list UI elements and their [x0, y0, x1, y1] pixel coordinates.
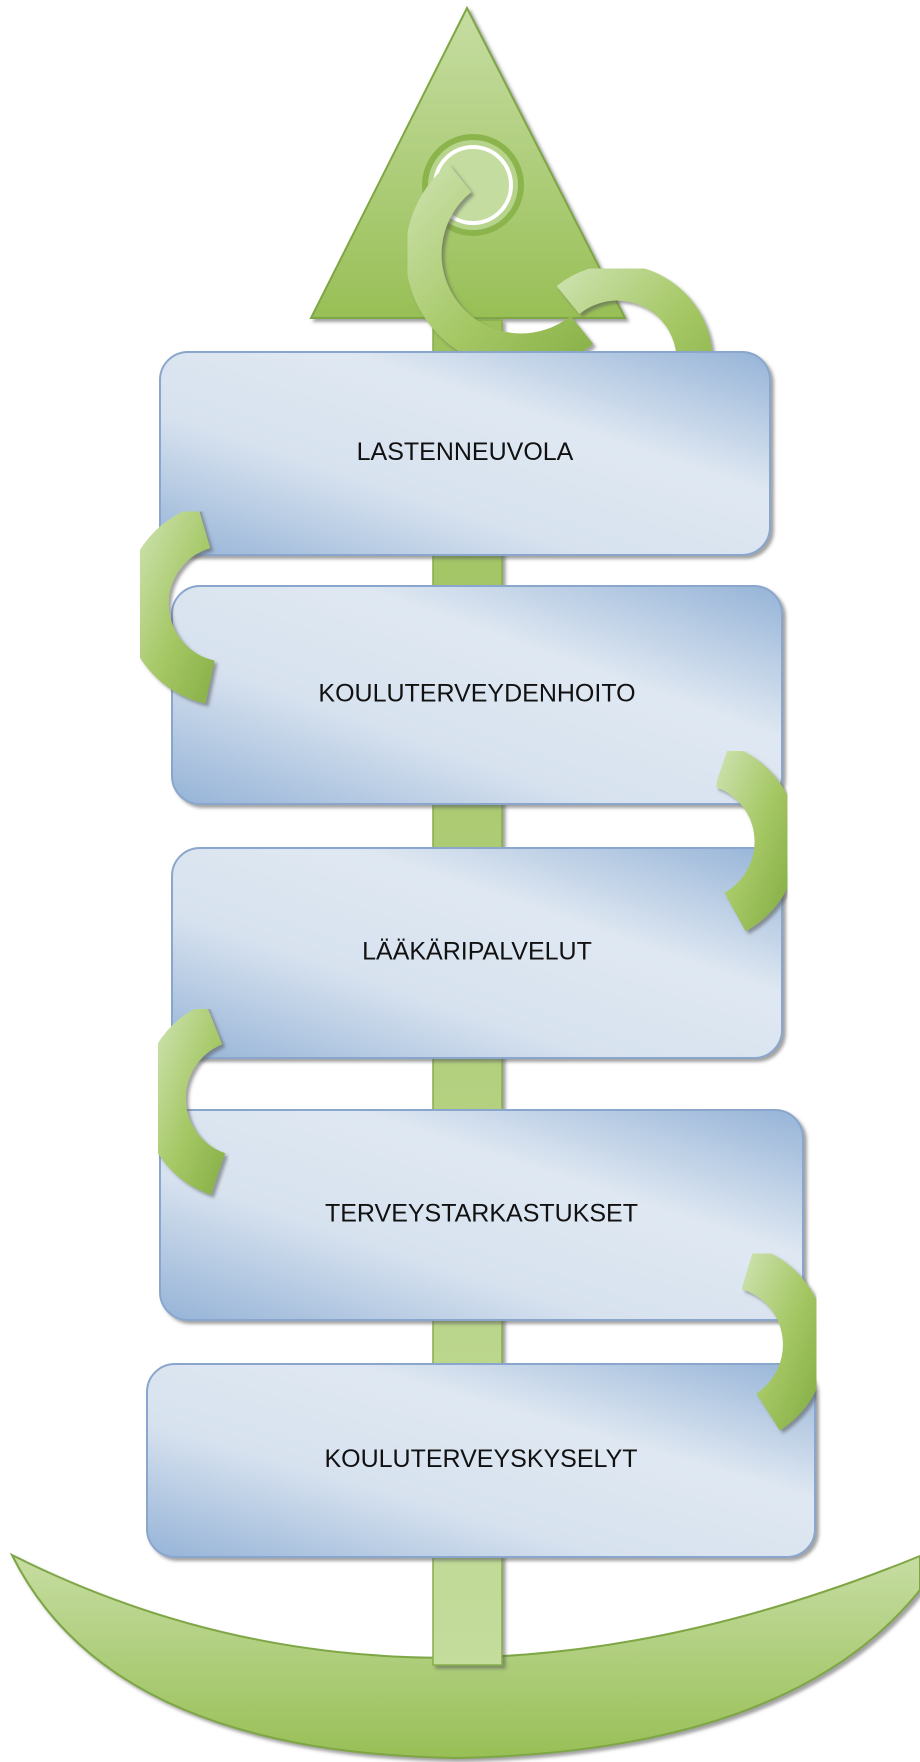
rope-arc-right-2 [740, 1246, 827, 1431]
box-label: KOULUTERVEYDENHOITO [318, 680, 635, 708]
box-1: LASTENNEUVOLA [159, 351, 771, 556]
rope-arc-top [405, 163, 594, 370]
box-label: TERVEYSTARKASTUKSET [325, 1200, 638, 1228]
box-4: TERVEYSTARKASTUKSET [159, 1109, 804, 1321]
box-2: KOULUTERVEYDENHOITO [171, 585, 783, 805]
box-background [171, 847, 783, 1059]
anchor-crescent [9, 1552, 920, 1760]
box-background [159, 1109, 804, 1321]
box-background [146, 1363, 816, 1558]
box-background [171, 585, 783, 805]
rope-arc-right-1 [714, 745, 799, 932]
box-background [159, 351, 771, 556]
box-label: LÄÄKÄRIPALVELUT [362, 938, 592, 966]
box-label: LASTENNEUVOLA [357, 438, 574, 466]
box-5: KOULUTERVEYSKYSELYT [146, 1363, 816, 1558]
box-3: LÄÄKÄRIPALVELUT [171, 847, 783, 1059]
rope-arc-left-2 [141, 1003, 226, 1195]
box-label: KOULUTERVEYSKYSELYT [324, 1445, 637, 1473]
side-arcs [124, 505, 827, 1431]
rope-arc-left-1 [124, 505, 216, 704]
